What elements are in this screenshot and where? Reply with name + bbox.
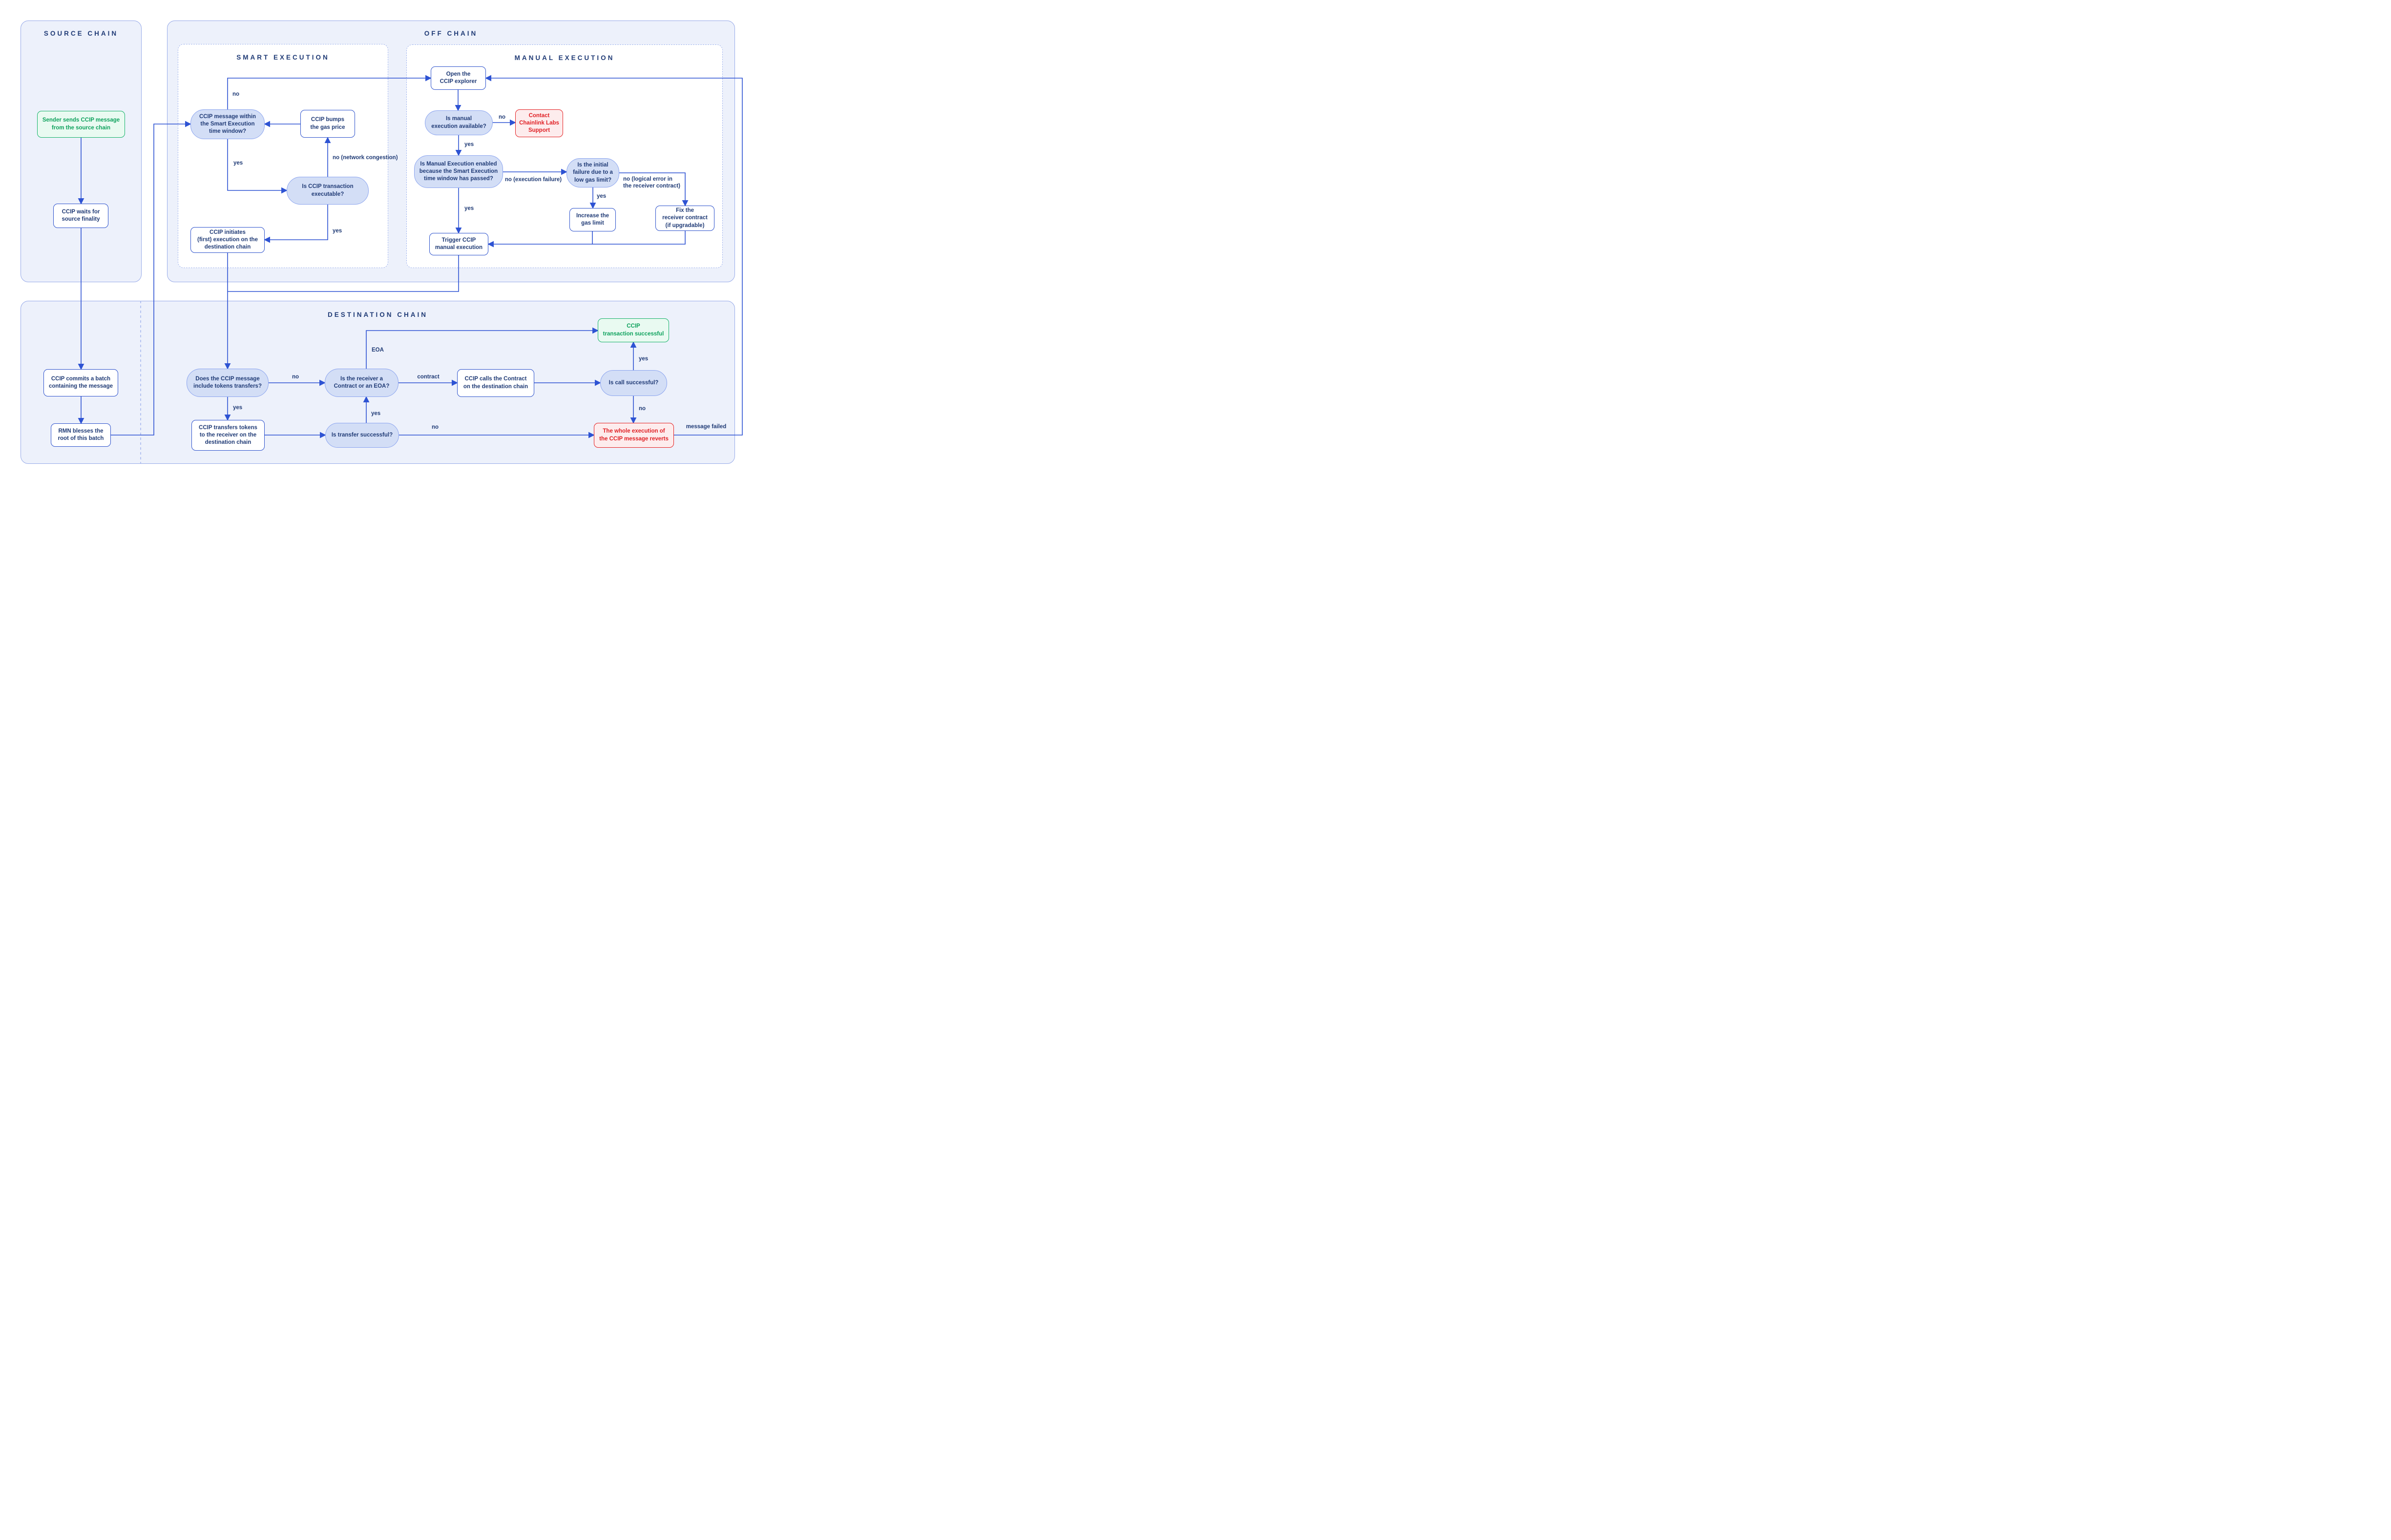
off-chain-title: OFF CHAIN <box>424 30 478 37</box>
node-receiver-contract-or-eoa-label: Is the receiver a Contract or an EOA? <box>334 375 390 389</box>
edge-fix-to-trigger <box>487 231 686 248</box>
node-call-successful: Is call successful? <box>600 370 667 396</box>
edge-window-no-to-explorer <box>227 75 432 109</box>
label-lowgas-yes: yes <box>597 193 607 199</box>
label-message-failed: message failed <box>686 424 727 430</box>
node-increase-gas-limit: Increase the gas limit <box>569 208 616 231</box>
node-whole-execution-reverts-label: The whole execution of the CCIP message … <box>599 428 669 442</box>
edge-initialfailure-no-to-fix <box>619 172 689 207</box>
node-transfer-successful-label: Is transfer successful? <box>331 432 393 438</box>
node-calls-contract-label: CCIP calls the Contract on the destinati… <box>463 376 528 390</box>
node-bumps-gas-label: CCIP bumps the gas price <box>310 117 345 130</box>
node-sender-sends-label: Sender sends CCIP message from the sourc… <box>42 117 120 131</box>
flow-connectors <box>78 75 743 464</box>
node-fix-receiver-contract-label: Fix the receiver contract (if upgradable… <box>662 208 708 229</box>
label-eoa: EOA <box>372 347 384 353</box>
label-network-congestion: no (network congestion) <box>333 155 398 161</box>
node-msg-within-window: CCIP message within the Smart Execution … <box>190 109 265 139</box>
edge-trigger-to-tokens-junction <box>228 255 459 292</box>
node-manual-available-label: Is manual execution available? <box>431 116 486 129</box>
node-transfer-successful: Is transfer successful? <box>325 423 399 448</box>
node-call-successful-label: Is call successful? <box>608 379 659 386</box>
node-initiates-execution: CCIP initiates (first) execution on the … <box>190 227 265 253</box>
label-logical-error: no (logical error in the receiver contra… <box>623 176 680 189</box>
label-contract: contract <box>417 374 440 380</box>
edge-receivertype-eoa-to-success <box>366 327 599 369</box>
node-contact-support: Contact Chainlink Labs Support <box>515 109 563 137</box>
node-contact-support-label: Contact Chainlink Labs Support <box>519 112 559 134</box>
ccip-flowchart: SOURCE CHAIN OFF CHAIN SMART EXECUTION M… <box>0 0 750 483</box>
label-tokens-yes: yes <box>233 405 243 411</box>
node-tx-successful: CCIP transaction successful <box>598 318 669 342</box>
edge-rmn-to-window <box>111 121 191 436</box>
node-does-include-tokens-label: Does the CCIP message include tokens tra… <box>193 375 262 389</box>
node-tx-executable: Is CCIP transaction executable? <box>287 177 369 205</box>
node-manual-enabled-label: Is Manual Execution enabled because the … <box>419 161 498 182</box>
node-waits-finality: CCIP waits for source finality <box>53 204 108 228</box>
node-open-explorer: Open the CCIP explorer <box>431 66 486 90</box>
node-tx-successful-label: CCIP transaction successful <box>603 323 664 337</box>
node-ccip-commits: CCIP commits a batch containing the mess… <box>43 369 118 396</box>
label-tokens-no: no <box>292 374 299 380</box>
label-available-no: no <box>499 114 506 120</box>
node-trigger-manual-execution-label: Trigger CCIP manual execution <box>435 237 483 250</box>
node-does-include-tokens: Does the CCIP message include tokens tra… <box>187 369 269 397</box>
manual-execution-title: MANUAL EXECUTION <box>514 54 615 62</box>
node-rmn-blesses-label: RMN blesses the root of this batch <box>58 428 104 441</box>
node-manual-available: Is manual execution available? <box>425 110 493 135</box>
source-chain-title: SOURCE CHAIN <box>43 30 119 37</box>
label-execution-failure: no (execution failure) <box>504 177 562 183</box>
node-transfers-tokens: CCIP transfers tokens to the receiver on… <box>191 420 265 451</box>
node-calls-contract: CCIP calls the Contract on the destinati… <box>457 369 534 397</box>
node-trigger-manual-execution: Trigger CCIP manual execution <box>429 233 488 255</box>
edge-reverts-messagefailed-to-explorer <box>485 75 743 436</box>
node-ccip-commits-label: CCIP commits a batch containing the mess… <box>48 375 113 389</box>
label-transfer-yes: yes <box>371 411 381 416</box>
node-bumps-gas: CCIP bumps the gas price <box>300 110 355 138</box>
label-window-yes: yes <box>233 160 243 166</box>
label-available-yes: yes <box>464 142 474 147</box>
node-rmn-blesses: RMN blesses the root of this batch <box>51 423 111 447</box>
node-initial-failure-low-gas: Is the initial failure due to a low gas … <box>566 158 619 187</box>
label-enabled-yes: yes <box>464 206 474 211</box>
node-initiates-execution-label: CCIP initiates (first) execution on the … <box>197 229 258 250</box>
node-msg-within-window-label: CCIP message within the Smart Execution … <box>199 113 256 135</box>
label-call-no: no <box>639 406 646 412</box>
label-transfer-no: no <box>432 424 439 430</box>
node-sender-sends: Sender sends CCIP message from the sourc… <box>37 111 125 138</box>
smart-execution-title: SMART EXECUTION <box>236 54 330 61</box>
node-open-explorer-label: Open the CCIP explorer <box>440 71 477 84</box>
edge-executable-yes-to-initiates <box>264 205 328 243</box>
node-initial-failure-low-gas-label: Is the initial failure due to a low gas … <box>573 162 613 183</box>
node-transfers-tokens-label: CCIP transfers tokens to the receiver on… <box>199 424 257 446</box>
destination-chain-title: DESTINATION CHAIN <box>328 311 428 318</box>
label-executable-yes: yes <box>333 228 342 234</box>
edge-window-yes-to-executable <box>227 139 288 194</box>
label-call-yes: yes <box>639 356 649 362</box>
node-receiver-contract-or-eoa: Is the receiver a Contract or an EOA? <box>325 369 398 397</box>
node-manual-enabled: Is Manual Execution enabled because the … <box>414 155 503 188</box>
node-waits-finality-label: CCIP waits for source finality <box>62 208 100 222</box>
node-fix-receiver-contract: Fix the receiver contract (if upgradable… <box>655 206 714 231</box>
node-increase-gas-limit-label: Increase the gas limit <box>576 212 609 226</box>
node-whole-execution-reverts: The whole execution of the CCIP message … <box>594 423 674 448</box>
node-tx-executable-label: Is CCIP transaction executable? <box>302 184 354 197</box>
label-window-no: no <box>232 91 240 97</box>
